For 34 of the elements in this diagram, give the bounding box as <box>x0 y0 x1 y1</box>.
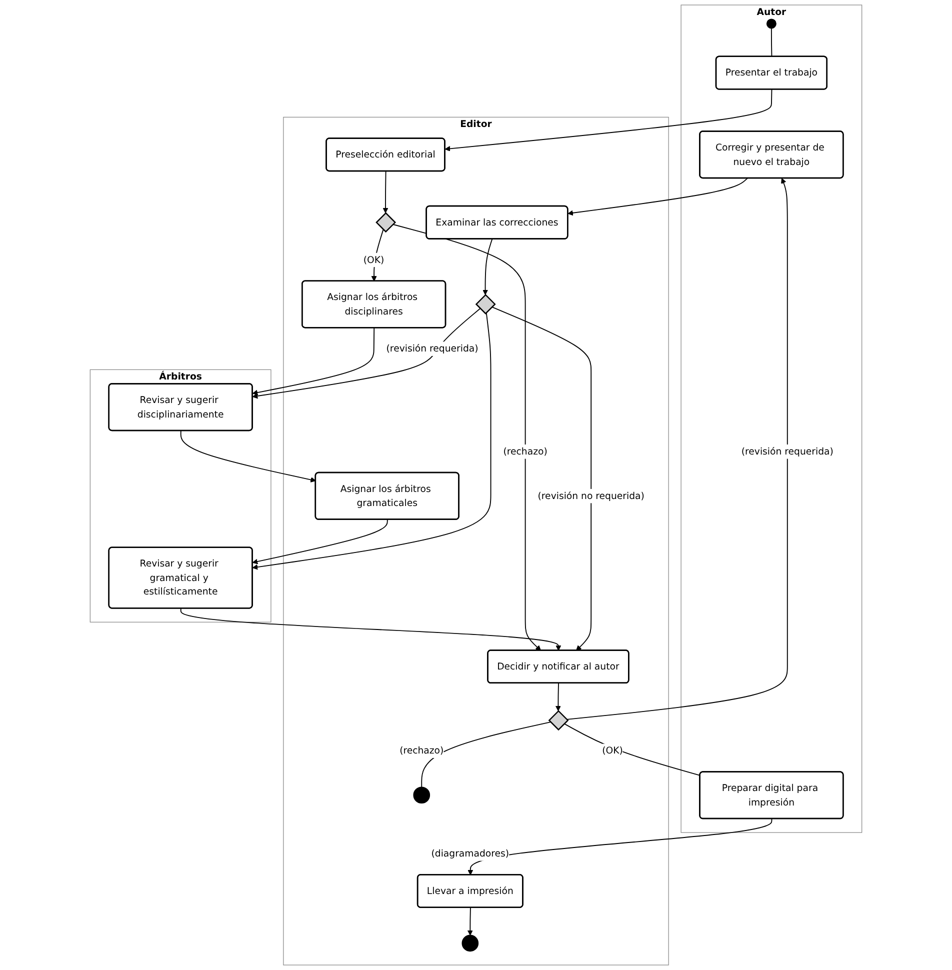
arrow <box>252 519 388 564</box>
edge-label: (OK) <box>602 744 623 756</box>
node-diamond <box>475 294 496 314</box>
edge-label: (OK) <box>363 254 384 266</box>
arrow <box>491 306 592 651</box>
arrow <box>382 170 388 214</box>
node-circle <box>766 18 776 29</box>
edge-label: (rechazo) <box>503 446 548 457</box>
arrow <box>482 238 493 296</box>
arrow <box>392 224 542 651</box>
arrow <box>467 907 473 936</box>
node-circle <box>413 786 430 804</box>
arrow <box>444 88 772 152</box>
edge-label: (diagramadores) <box>431 848 510 860</box>
edge-label: (revisión requerida) <box>386 342 478 354</box>
connector <box>564 723 701 776</box>
edge-label: (revisión no requerida) <box>538 490 644 502</box>
arrow <box>252 312 492 570</box>
connector <box>770 28 772 58</box>
arrow <box>468 818 772 876</box>
edge-label: (revisión requerida) <box>741 446 834 457</box>
arrow <box>371 229 384 282</box>
edge-label: (rechazo) <box>400 744 444 756</box>
node-circle <box>462 934 479 952</box>
connector <box>421 722 552 788</box>
node-diamond <box>376 212 396 233</box>
arrow <box>180 608 562 651</box>
arrow <box>252 327 375 396</box>
arrow <box>180 430 316 482</box>
arrow <box>568 178 748 216</box>
arrow <box>555 682 561 712</box>
arrow <box>566 178 788 720</box>
arrow <box>252 308 481 399</box>
node-diamond <box>548 710 569 731</box>
